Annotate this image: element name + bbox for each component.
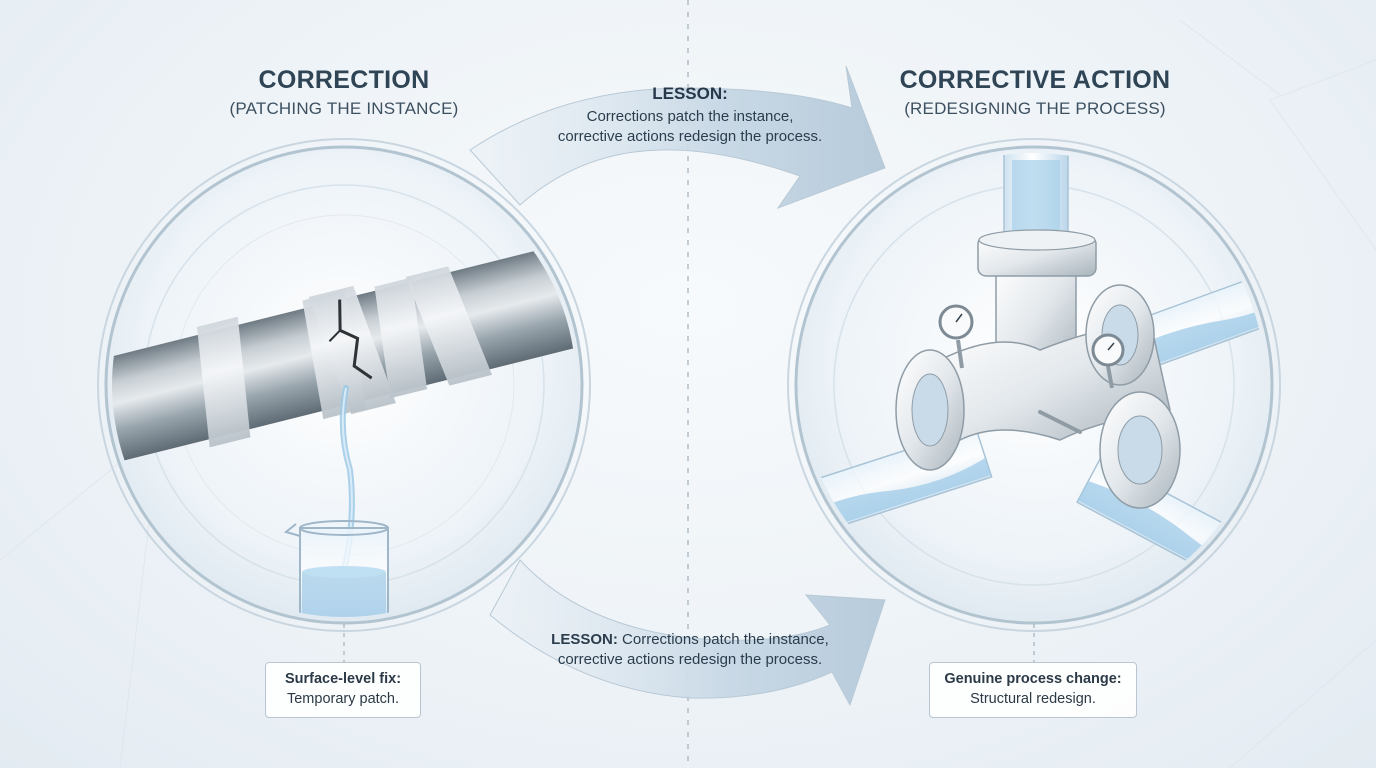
right-subtitle: (REDESIGNING THE PROCESS) [904, 99, 1166, 118]
right-caption-title: Genuine process change: [944, 671, 1122, 687]
lesson-bottom-line1-wrap: LESSON: Corrections patch the instance, [520, 630, 860, 650]
right-caption: Genuine process change: Structural redes… [929, 662, 1137, 718]
right-title: CORRECTIVE ACTION [899, 66, 1171, 94]
pressure-gauge-icon [938, 304, 974, 369]
lesson-top-line2: corrective actions redesign the process. [557, 128, 823, 145]
bottom-arrow [489, 559, 886, 707]
left-caption-title: Surface-level fix: [284, 671, 402, 687]
left-caption: Surface-level fix: Temporary patch. [265, 662, 421, 718]
pressure-gauge-icon [1091, 333, 1125, 389]
left-title: CORRECTION [258, 66, 430, 94]
leaking-pipe [112, 229, 576, 472]
beaker [283, 520, 389, 617]
tape-wrap [405, 266, 493, 386]
lesson-top-line1: Corrections patch the instance, [586, 108, 794, 125]
top-arrow [469, 65, 886, 210]
tape-wrap [374, 277, 428, 399]
lesson-top-label: LESSON: [652, 84, 728, 103]
crack [338, 299, 373, 380]
right-heading: CORRECTIVE ACTION (REDESIGNING THE PROCE… [860, 66, 1210, 119]
lesson-bottom-line2: corrective actions redesign the process. [557, 651, 823, 668]
tape-wrap [197, 316, 251, 448]
lesson-bottom-label: LESSON: [551, 631, 618, 648]
left-illustration [97, 138, 591, 662]
right-illustration [787, 138, 1281, 662]
left-caption-text: Temporary patch. [286, 691, 400, 707]
lesson-bottom-line1: Corrections patch the instance, [617, 631, 829, 648]
left-heading: CORRECTION (PATCHING THE INSTANCE) [194, 66, 494, 119]
lesson-top: LESSON: Corrections patch the instance, … [520, 84, 860, 147]
right-caption-text: Structural redesign. [970, 691, 1096, 707]
tape-wrap [302, 289, 366, 420]
lesson-bottom: LESSON: Corrections patch the instance, … [520, 630, 860, 670]
left-subtitle: (PATCHING THE INSTANCE) [229, 99, 459, 118]
